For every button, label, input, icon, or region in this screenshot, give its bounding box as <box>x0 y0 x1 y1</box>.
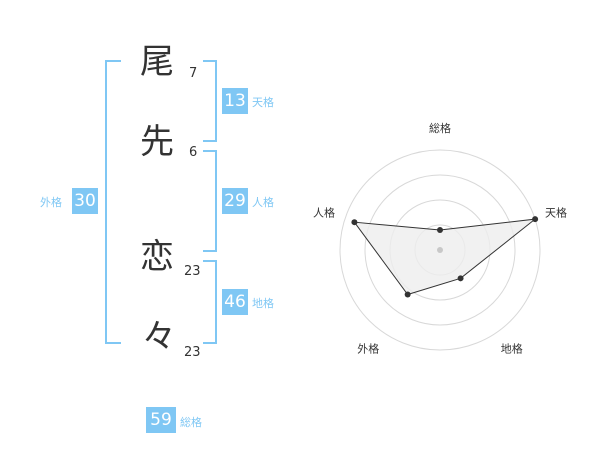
tenkaku-label: 天格 <box>252 96 274 109</box>
name-char-2-strokes: 6 <box>189 145 198 160</box>
chikaku-bracket <box>203 260 217 344</box>
jinkaku-label: 人格 <box>252 196 274 209</box>
outer-bracket <box>105 60 121 344</box>
tenkaku-value: 13 <box>222 88 248 114</box>
radar-point <box>437 227 443 233</box>
name-char-4: 々 <box>142 317 176 357</box>
radar-axis-label: 総格 <box>429 121 451 135</box>
radar-point <box>351 219 358 226</box>
gaikaku-value: 30 <box>72 188 98 214</box>
radar-axis-label: 人格 <box>313 205 335 219</box>
radar-center <box>437 247 443 253</box>
chikaku-value: 46 <box>222 289 248 315</box>
radar-point <box>457 275 464 282</box>
soukaku-label: 総格 <box>180 416 202 429</box>
radar-ring <box>339 149 541 351</box>
radar-axis-label: 外格 <box>357 342 379 356</box>
name-char-3: 恋 <box>140 237 174 277</box>
radar-point <box>532 216 539 223</box>
name-char-3-strokes: 23 <box>184 264 201 279</box>
soukaku-value: 59 <box>146 407 176 433</box>
radar-ring <box>364 174 516 326</box>
name-char-2: 先 <box>140 122 174 162</box>
name-char-4-strokes: 23 <box>184 345 201 360</box>
tenkaku-bracket <box>203 60 217 142</box>
chikaku-label: 地格 <box>252 297 274 310</box>
radar-axis-label: 地格 <box>501 342 523 356</box>
jinkaku-bracket <box>203 150 217 252</box>
name-char-1-strokes: 7 <box>189 66 198 81</box>
radar-polygon <box>353 218 537 296</box>
name-char-1: 尾 <box>140 42 174 82</box>
radar-point <box>404 291 411 298</box>
jinkaku-value: 29 <box>222 188 248 214</box>
gaikaku-label: 外格 <box>40 196 62 209</box>
radar-axis-label: 天格 <box>545 205 567 219</box>
